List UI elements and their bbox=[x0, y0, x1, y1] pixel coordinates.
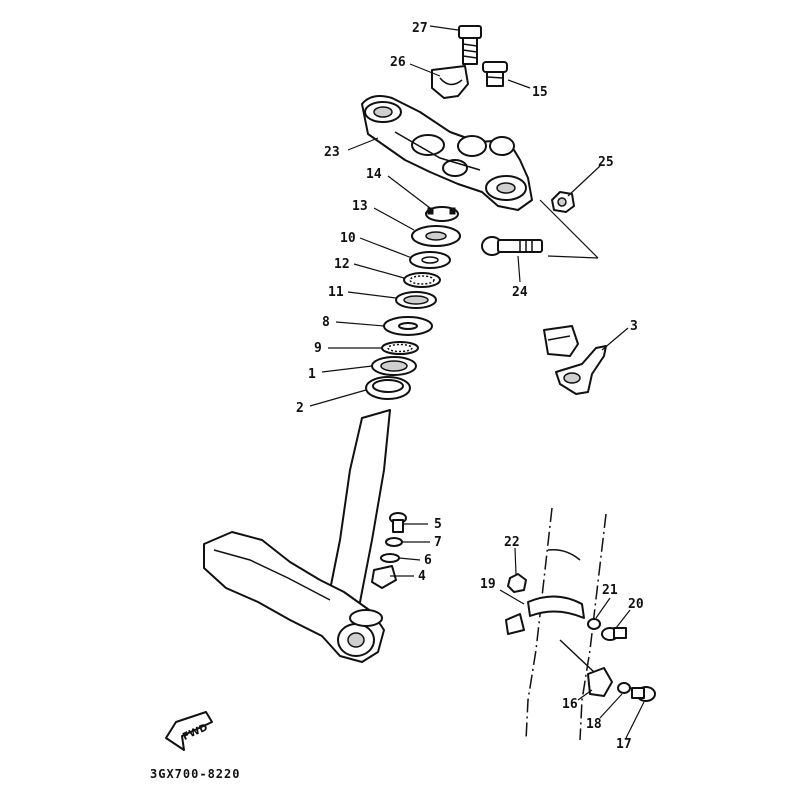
fwd-arrow: FWD bbox=[165, 711, 213, 751]
callout-7: 7 bbox=[434, 535, 442, 550]
part-14-ring-nut bbox=[425, 206, 459, 222]
part-22-nut bbox=[507, 573, 527, 593]
part-11-race bbox=[395, 291, 437, 309]
part-12-bearing bbox=[403, 272, 441, 288]
callout-11: 11 bbox=[328, 285, 344, 300]
leader-lines bbox=[309, 25, 645, 739]
part-19-fork-clamp bbox=[505, 595, 585, 635]
callout-6: 6 bbox=[424, 553, 432, 568]
part-9-bearing bbox=[381, 341, 419, 355]
part-4-clamp bbox=[371, 565, 397, 589]
part-2-race bbox=[365, 376, 411, 400]
callout-17: 17 bbox=[616, 737, 632, 752]
part-25-nut bbox=[551, 191, 575, 213]
callout-25: 25 bbox=[598, 155, 614, 170]
callout-27: 27 bbox=[412, 21, 428, 36]
part-18-washer bbox=[617, 682, 631, 694]
callout-labels: 27 26 15 23 25 14 13 10 12 11 24 8 3 9 1… bbox=[296, 21, 644, 752]
callout-19: 19 bbox=[480, 577, 496, 592]
callout-26: 26 bbox=[390, 55, 406, 70]
callout-8: 8 bbox=[322, 315, 330, 330]
callout-1: 1 bbox=[308, 367, 316, 382]
callout-15: 15 bbox=[532, 85, 548, 100]
part-27-bolt bbox=[458, 25, 482, 65]
part-23-upper-bracket bbox=[361, 95, 533, 211]
callout-14: 14 bbox=[366, 167, 382, 182]
callout-22: 22 bbox=[504, 535, 520, 550]
callout-21: 21 bbox=[602, 583, 618, 598]
part-6-washer bbox=[380, 553, 400, 563]
callout-24: 24 bbox=[512, 285, 528, 300]
part-24-pinch-bolt bbox=[481, 236, 543, 256]
part-20-bolt bbox=[601, 627, 627, 641]
under-bracket-stem bbox=[203, 409, 391, 663]
callout-12: 12 bbox=[334, 257, 350, 272]
callout-4: 4 bbox=[418, 569, 426, 584]
part-15-bolt bbox=[482, 61, 508, 87]
callout-18: 18 bbox=[586, 717, 602, 732]
callout-10: 10 bbox=[340, 231, 356, 246]
callout-23: 23 bbox=[324, 145, 340, 160]
part-17-bolt bbox=[631, 686, 656, 702]
fork-tube-outline bbox=[525, 507, 607, 741]
callout-9: 9 bbox=[314, 341, 322, 356]
part-13-washer bbox=[411, 225, 461, 247]
part-5-bolt bbox=[389, 512, 407, 533]
callout-3: 3 bbox=[630, 319, 638, 334]
part-10-cover bbox=[409, 251, 451, 269]
callout-2: 2 bbox=[296, 401, 304, 416]
callout-16: 16 bbox=[562, 697, 578, 712]
catalog-code: 3GX700-8220 bbox=[150, 767, 240, 781]
callout-13: 13 bbox=[352, 199, 368, 214]
callout-20: 20 bbox=[628, 597, 644, 612]
part-1-race bbox=[371, 356, 417, 376]
callout-5: 5 bbox=[434, 517, 442, 532]
part-7-washer bbox=[385, 537, 403, 547]
part-21-washer bbox=[587, 618, 601, 630]
part-3-cable-guide bbox=[543, 325, 607, 395]
part-16-guide bbox=[559, 639, 613, 697]
part-8-seal bbox=[383, 316, 433, 336]
part-26-holder bbox=[431, 65, 469, 99]
